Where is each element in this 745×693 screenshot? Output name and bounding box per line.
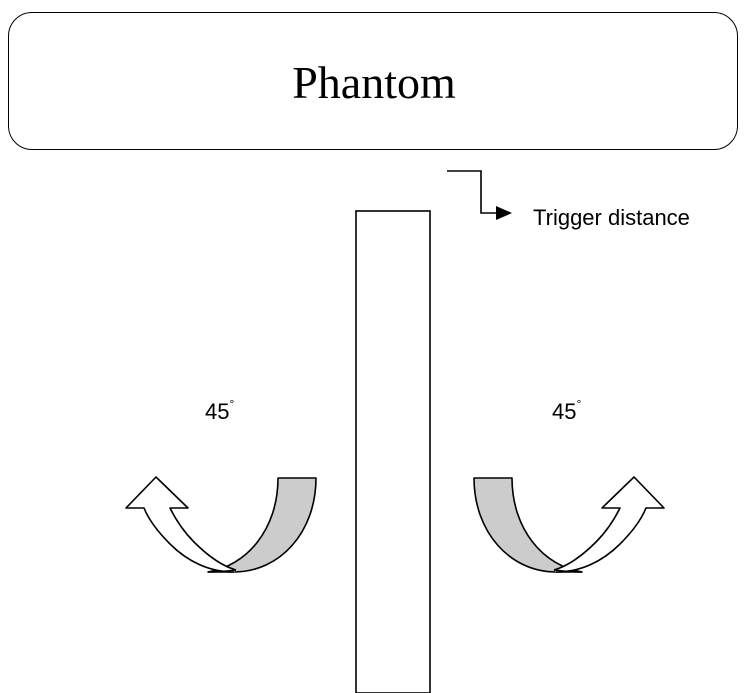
probe-rod <box>355 210 431 693</box>
rotate-clockwise-arrow-icon <box>473 476 665 573</box>
right-angle-value: 45 <box>552 399 577 424</box>
left-angle-label: 45° <box>205 397 234 425</box>
left-degree-symbol: ° <box>229 397 235 411</box>
right-degree-symbol: ° <box>576 397 582 411</box>
right-angle-label: 45° <box>552 397 581 425</box>
rotate-counterclockwise-arrow-icon <box>125 476 317 573</box>
trigger-arrow-icon <box>447 170 512 220</box>
left-angle-value: 45 <box>205 399 230 424</box>
phantom-box: Phantom <box>8 12 738 150</box>
phantom-label: Phantom <box>292 56 456 108</box>
trigger-distance-label: Trigger distance <box>533 205 690 230</box>
